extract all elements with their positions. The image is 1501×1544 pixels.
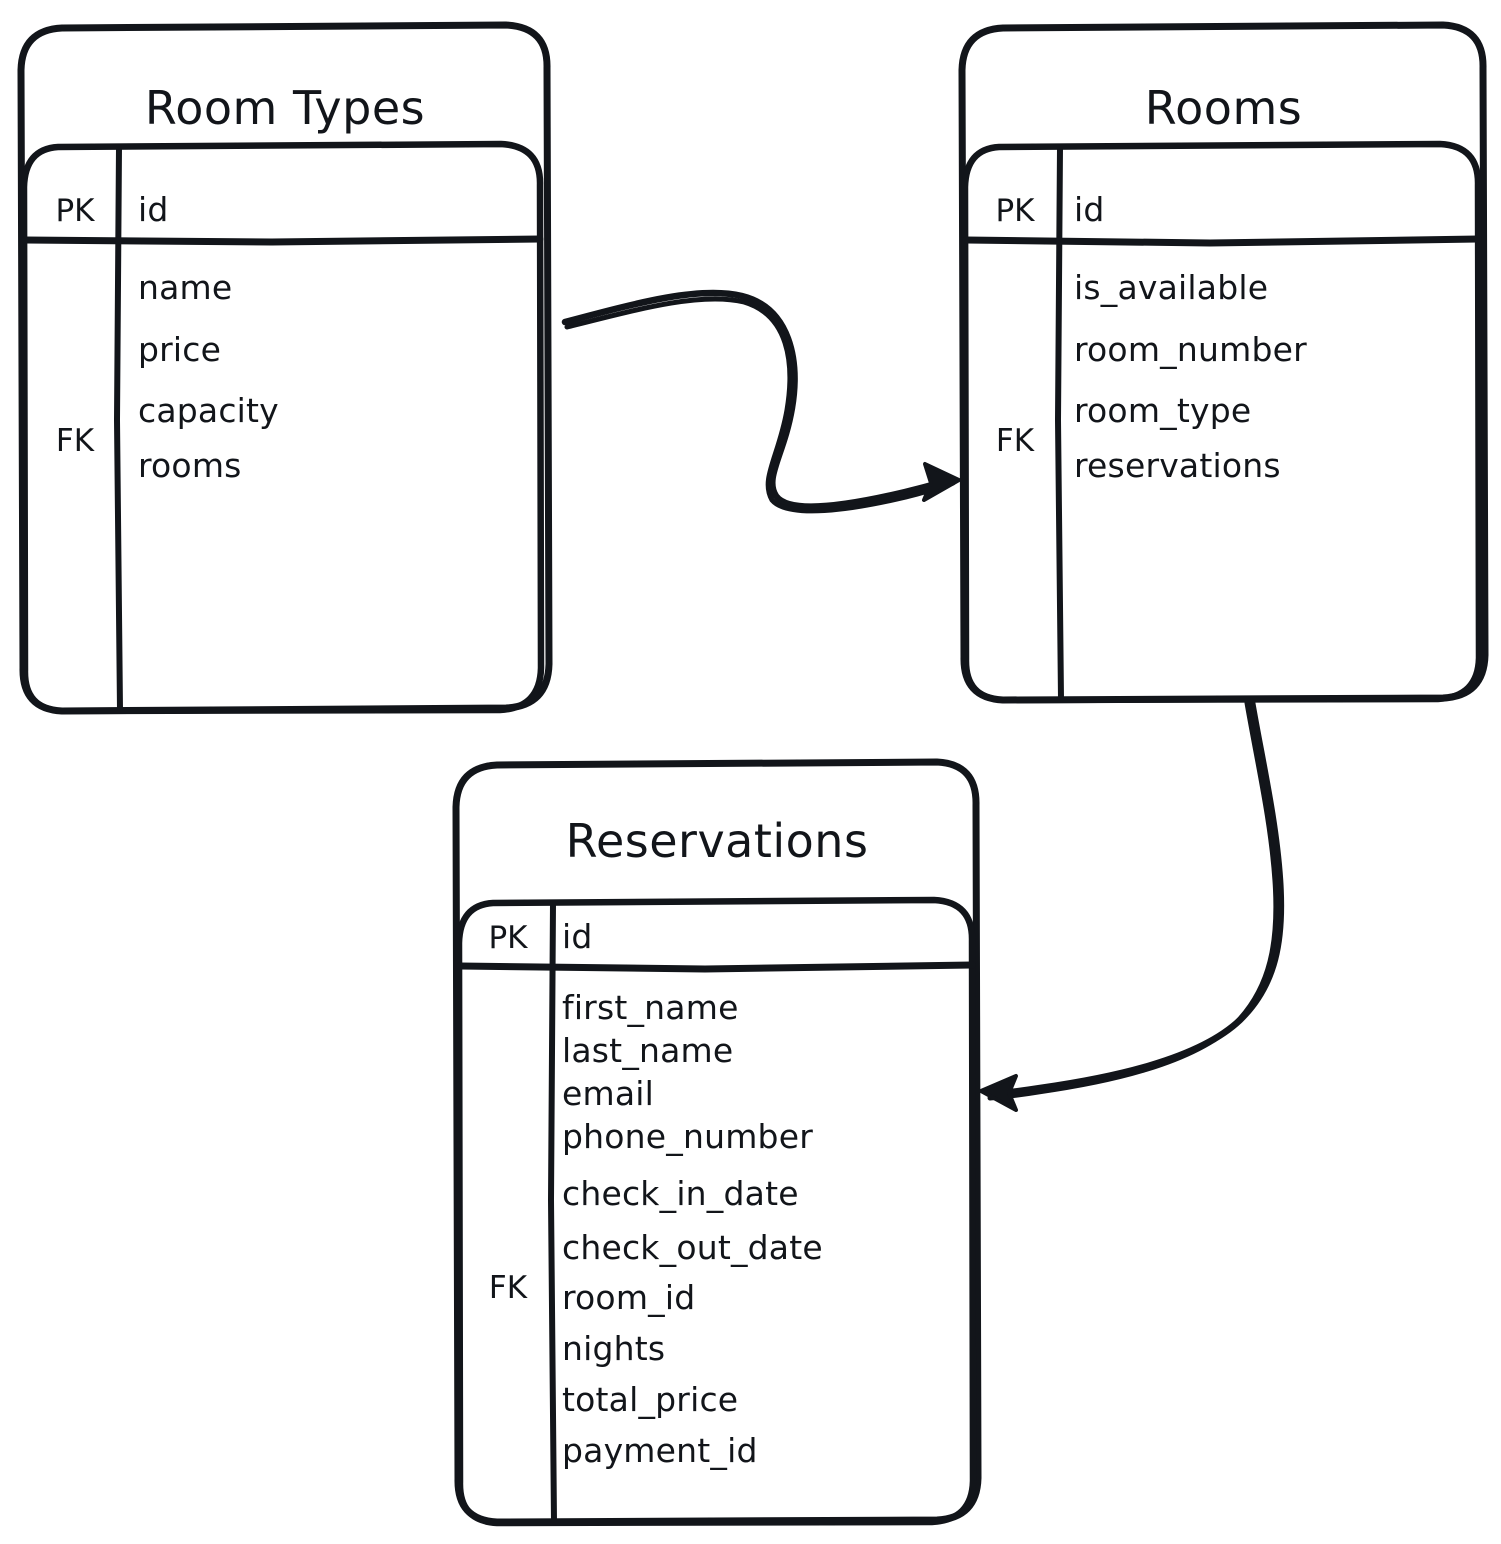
field-rooms-2: room_type <box>1074 391 1252 430</box>
field-room-types-3: rooms <box>138 446 242 485</box>
connector-rooms-to-reservations <box>979 698 1285 1112</box>
field-room-types-0: name <box>138 268 233 307</box>
entity-room-types[interactable]: Room Types PK id FK name price capacity … <box>21 25 549 711</box>
field-reservations-5: check_out_date <box>562 1228 823 1267</box>
key-label-pk-room-types: PK <box>55 193 95 229</box>
entity-box-room-types[interactable] <box>17 21 553 715</box>
field-reservations-3: phone_number <box>562 1117 813 1156</box>
field-reservations-4: check_in_date <box>562 1174 799 1213</box>
field-reservations-1: last_name <box>562 1031 734 1070</box>
field-reservations-6: room_id <box>562 1278 696 1317</box>
field-rooms-3: reservations <box>1074 446 1281 485</box>
entity-box-reservations[interactable] <box>452 758 982 1527</box>
pk-field-room-types: id <box>138 190 169 229</box>
pk-field-rooms: id <box>1074 190 1105 229</box>
connector-room-types-to-rooms <box>561 289 961 514</box>
entity-rooms[interactable]: Rooms PK id FK is_available room_number … <box>962 25 1485 700</box>
entity-reservations[interactable]: Reservations PK id FK first_name last_na… <box>456 762 978 1522</box>
field-room-types-2: capacity <box>138 391 279 430</box>
key-label-fk-rooms: FK <box>995 423 1035 459</box>
entity-box-rooms[interactable] <box>958 21 1489 704</box>
field-reservations-2: email <box>562 1074 655 1113</box>
key-label-pk-rooms: PK <box>995 193 1035 229</box>
field-reservations-0: first_name <box>562 988 739 1027</box>
pk-field-reservations: id <box>562 917 593 956</box>
field-reservations-7: nights <box>562 1329 666 1368</box>
field-reservations-9: payment_id <box>562 1431 758 1470</box>
field-reservations-8: total_price <box>562 1380 739 1419</box>
key-label-pk-reservations: PK <box>488 920 528 956</box>
entity-title-rooms: Rooms <box>1144 81 1303 135</box>
field-rooms-1: room_number <box>1074 330 1307 369</box>
key-label-fk-room-types: FK <box>55 423 95 459</box>
field-rooms-0: is_available <box>1074 268 1269 307</box>
key-label-fk-reservations: FK <box>488 1270 528 1306</box>
entity-title-reservations: Reservations <box>565 814 869 868</box>
entity-title-room-types: Room Types <box>144 81 426 135</box>
field-room-types-1: price <box>138 330 222 369</box>
